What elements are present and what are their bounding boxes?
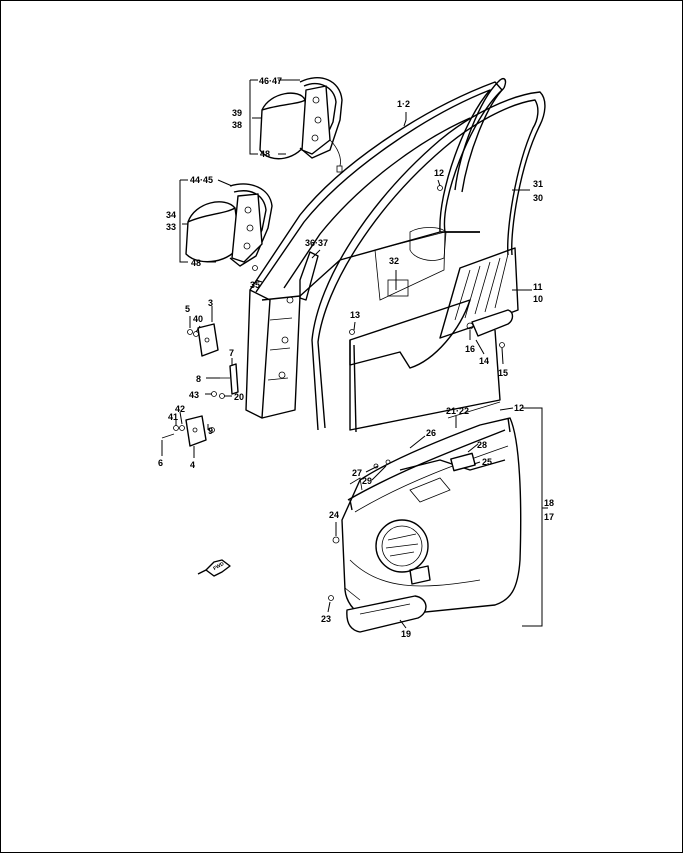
- callout-43: 43: [189, 390, 199, 400]
- callout-25: 25: [482, 457, 492, 467]
- callout-40: 40: [193, 314, 203, 324]
- callout-20: 20: [234, 392, 244, 402]
- callout-13: 13: [350, 310, 360, 320]
- door-shell: [245, 81, 503, 419]
- callout-27: 27: [352, 468, 362, 478]
- inner-panel-sheet: [349, 299, 501, 433]
- callout-5: 5: [185, 304, 190, 314]
- lock-rod: [299, 251, 319, 301]
- callout-38: 38: [232, 120, 242, 130]
- callout-30: 30: [533, 193, 543, 203]
- callout-17: 17: [544, 512, 554, 522]
- callout-11: 11: [533, 282, 543, 292]
- callout-9: 9: [208, 426, 213, 436]
- callout-4: 4: [190, 460, 195, 470]
- callout-29: 29: [362, 476, 372, 486]
- callout-12-upper: 12: [434, 168, 444, 178]
- callout-33: 33: [166, 222, 176, 232]
- callout-6: 6: [158, 458, 163, 468]
- callout-21-22: 21·22: [446, 406, 469, 416]
- callout-34: 34: [166, 210, 176, 220]
- window-regulator: [439, 247, 519, 339]
- callout-26: 26: [426, 428, 436, 438]
- callout-14: 14: [479, 356, 489, 366]
- inside-handle: [466, 309, 514, 348]
- callout-24: 24: [329, 510, 339, 520]
- fwd-arrow-icon: [197, 559, 231, 577]
- callout-18: 18: [544, 498, 554, 508]
- callout-36-37: 36·37: [305, 238, 328, 248]
- hinge-parts: [161, 185, 443, 447]
- callout-labels: 46·47 39 38 48 1·2 12 31 30 44·45 34 33 …: [158, 76, 554, 639]
- callout-31: 31: [533, 179, 543, 189]
- callout-44-45: 44·45: [190, 175, 213, 185]
- callout-35: 35: [250, 280, 260, 290]
- callout-32: 32: [389, 256, 399, 266]
- callout-28: 28: [477, 440, 487, 450]
- door-trim: [328, 401, 522, 633]
- callout-39: 39: [232, 108, 242, 118]
- outer-mirror-lower: [185, 183, 273, 271]
- door-weatherstrip: [311, 91, 546, 431]
- callout-15: 15: [498, 368, 508, 378]
- callout-23: 23: [321, 614, 331, 624]
- fwd-label: FWD: [212, 561, 225, 572]
- callout-3: 3: [208, 298, 213, 308]
- leader-lines: [161, 79, 548, 629]
- callout-19: 19: [401, 629, 411, 639]
- callout-7: 7: [229, 348, 234, 358]
- callout-48-lower: 48: [191, 258, 201, 268]
- callout-41: 41: [168, 412, 178, 422]
- callout-46-47: 46·47: [259, 76, 282, 86]
- callout-8: 8: [196, 374, 201, 384]
- callout-12-lower: 12: [514, 403, 524, 413]
- callout-42: 42: [175, 404, 185, 414]
- outer-mirror-upper: [259, 77, 343, 173]
- callout-10: 10: [533, 294, 543, 304]
- callout-48-upper: 48: [260, 149, 270, 159]
- callout-1-2: 1·2: [397, 99, 410, 109]
- window-sash: [454, 77, 507, 193]
- callout-16: 16: [465, 344, 475, 354]
